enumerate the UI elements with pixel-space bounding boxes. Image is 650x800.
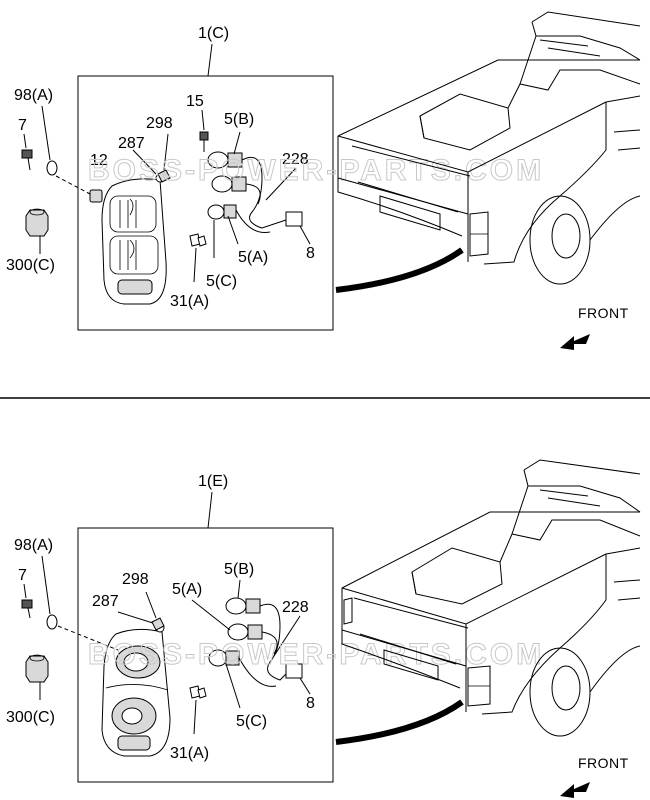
top-connector-8: [285, 211, 303, 227]
bottom-label-5a: 5(A): [172, 581, 202, 598]
bottom-tail-lamp: [101, 628, 171, 757]
bottom-watermark: BOSS-POWER-PARTS.COM: [88, 638, 544, 671]
bottom-part-7: [21, 599, 33, 619]
top-assembly-label: 1(C): [198, 25, 229, 42]
top-label-7: 7: [18, 117, 27, 134]
bottom-label-98a: 98(A): [14, 537, 53, 554]
top-assembly-box: [77, 75, 334, 331]
top-assembly-leader: [207, 43, 213, 77]
top-part-31: [189, 233, 207, 247]
bottom-label-287: 287: [92, 593, 119, 610]
top-label-5b: 5(B): [224, 111, 254, 128]
bottom-panel: 1(E): [6, 459, 641, 798]
bottom-part-298: [151, 617, 165, 631]
bottom-label-31a: 31(A): [170, 745, 209, 762]
bottom-label-300c: 300(C): [6, 709, 55, 726]
top-harness: [241, 156, 287, 229]
top-label-5c: 5(C): [206, 273, 237, 290]
top-front-label: FRONT: [578, 305, 629, 321]
bottom-front-arrow-icon: [560, 782, 590, 798]
top-label-8: 8: [306, 245, 315, 262]
bottom-label-7: 7: [18, 567, 27, 584]
bottom-part-98: [46, 614, 58, 630]
bottom-label-5b: 5(B): [224, 561, 254, 578]
top-label-287: 287: [118, 135, 145, 152]
bottom-bulbs: [208, 597, 263, 667]
bottom-truck-illustration: [341, 459, 641, 737]
top-front-arrow-icon: [560, 334, 590, 350]
bottom-label-228: 228: [282, 599, 309, 616]
top-label-98a: 98(A): [14, 87, 53, 104]
top-part-15: [199, 131, 209, 152]
top-label-228: 228: [282, 151, 309, 168]
top-part-7: [21, 149, 33, 171]
top-truck-illustration: [337, 11, 641, 285]
bottom-assembly-leader: [207, 491, 213, 529]
bottom-label-298: 298: [122, 571, 149, 588]
top-label-5a: 5(A): [238, 249, 268, 266]
top-label-300c: 300(C): [6, 257, 55, 274]
top-panel: 1(C): [6, 11, 641, 350]
top-tail-lamp: [101, 178, 167, 305]
bottom-harness: [259, 603, 289, 681]
top-label-298: 298: [146, 115, 173, 132]
top-label-12: 12: [90, 152, 108, 169]
bottom-pointer-arrow: [335, 699, 464, 745]
bottom-part-300: [25, 654, 49, 683]
bottom-assembly-label: 1(E): [198, 473, 228, 490]
bottom-connector-8: [285, 663, 303, 679]
top-watermark: BOSS-POWER-PARTS.COM: [88, 154, 544, 187]
bottom-part-31: [189, 685, 207, 699]
top-label-31a: 31(A): [170, 293, 209, 310]
bottom-label-8: 8: [306, 695, 315, 712]
top-part-298: [157, 169, 171, 183]
top-part-12: [89, 189, 103, 203]
bottom-label-5c: 5(C): [236, 713, 267, 730]
top-part-300: [25, 208, 49, 237]
top-part-98: [46, 160, 58, 176]
bottom-front-label: FRONT: [578, 755, 629, 771]
top-label-15: 15: [186, 93, 204, 110]
bottom-assembly-box: [77, 527, 334, 783]
top-pointer-arrow: [335, 247, 464, 293]
top-bulbs: [207, 151, 247, 220]
